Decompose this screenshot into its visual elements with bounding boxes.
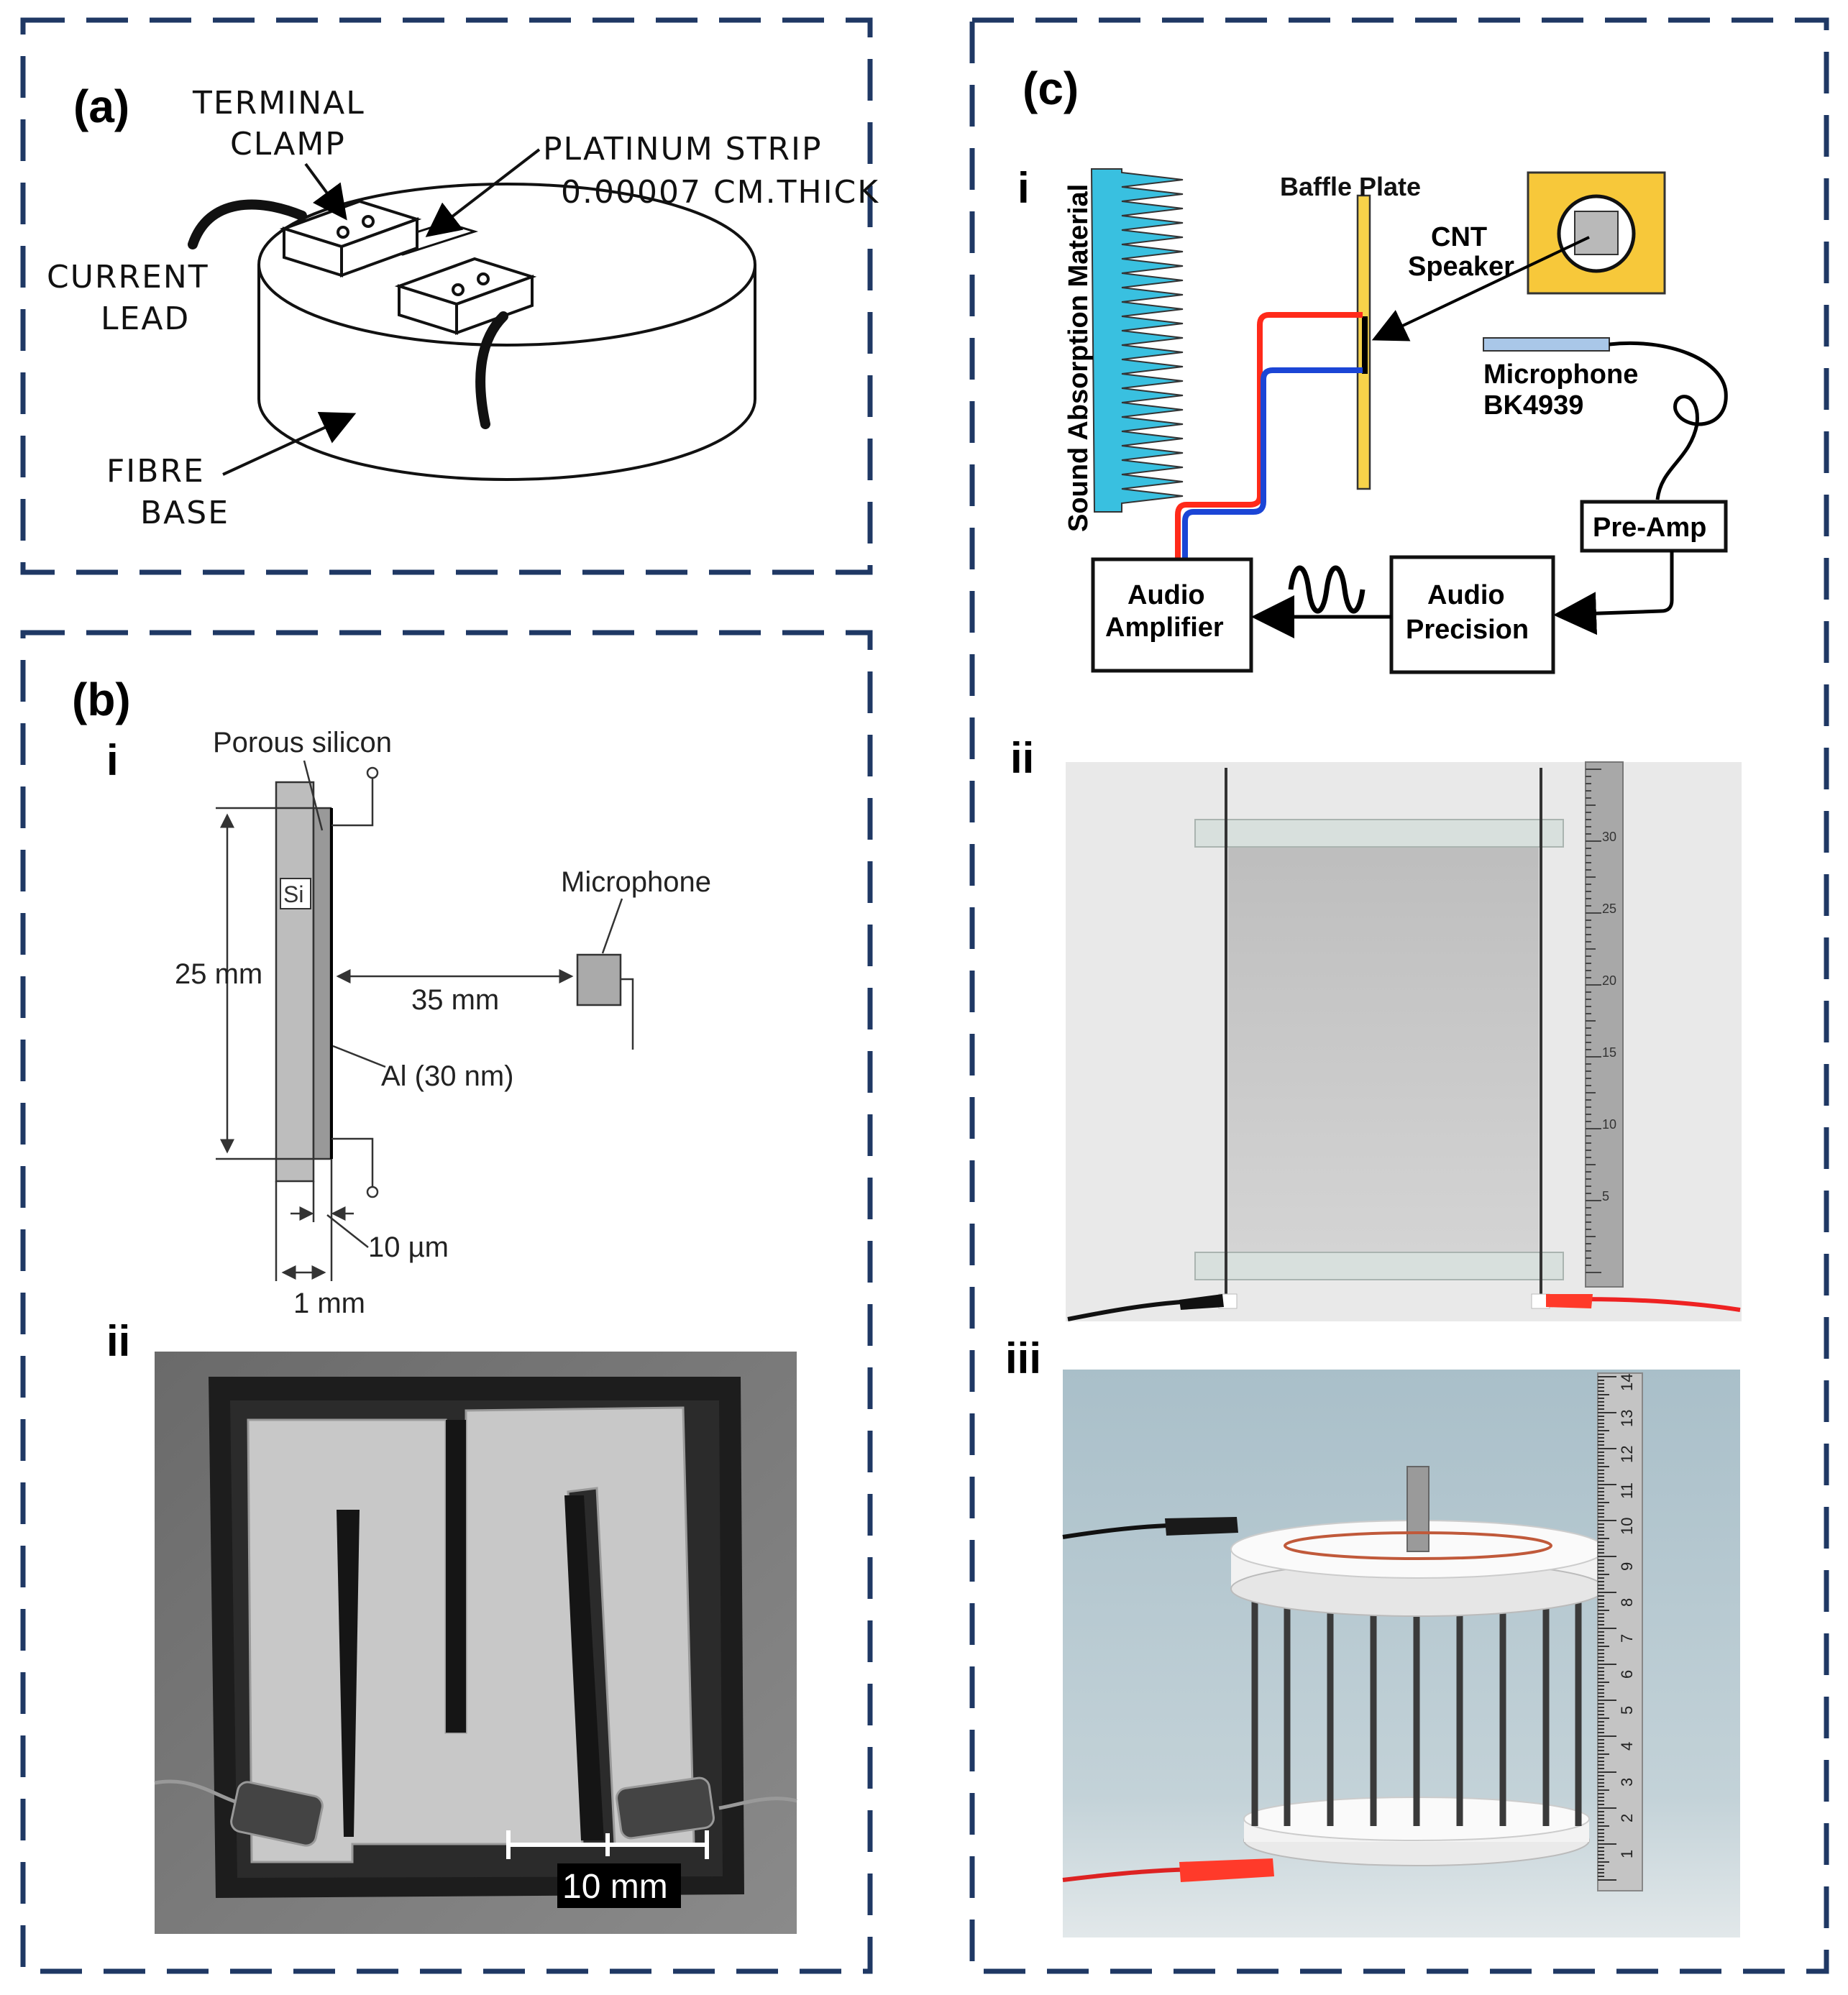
ruler-iii-number: 2	[1618, 1814, 1636, 1822]
ruler-iii-number: 1	[1618, 1850, 1636, 1858]
silicon-substrate	[275, 781, 315, 1183]
label-current-lead-2: LEAD	[101, 301, 190, 337]
ruler-iii-number: 7	[1618, 1634, 1636, 1643]
current-lead-wire	[188, 199, 307, 249]
pre-amp-box	[1580, 500, 1728, 553]
ruler-iii-number: 11	[1618, 1482, 1636, 1499]
label-fibre-base-2: BASE	[140, 495, 229, 531]
current-lead-wire-right	[475, 311, 508, 429]
label-pre-amp: Pre-Amp	[1593, 513, 1706, 543]
panel-b-label: (b)	[72, 674, 131, 725]
label-al: Al (30 nm)	[381, 1060, 514, 1092]
photo-porous-silicon-speaker: 10 mm	[154, 1352, 797, 1934]
terminal-clamp-right	[394, 257, 537, 335]
panel-c-sub-i: i	[1017, 164, 1030, 212]
label-microphone: Microphone	[561, 866, 711, 898]
label-current-lead-1: CURRENT	[47, 259, 209, 295]
electrode-bottom	[366, 1185, 379, 1198]
label-10um: 10 µm	[368, 1232, 449, 1263]
audio-precision-box	[1389, 555, 1555, 674]
label-sound-absorption: Sound Absorption Material	[1063, 184, 1094, 532]
panel-c-label: (c)	[1023, 63, 1079, 114]
panel-a: (a) TERMINAL CLAMP	[47, 81, 879, 531]
label-bk4939: BK4939	[1483, 390, 1583, 421]
microphone-bk4939	[1483, 337, 1610, 352]
scale-bar-label: 10 mm	[562, 1868, 668, 1906]
electrode-top	[366, 766, 379, 779]
panel-b-sub-i: i	[106, 736, 119, 784]
microphone-box	[576, 953, 622, 1006]
photo-cnt-film-speaker	[1066, 761, 1742, 1321]
ruler-iii-number: 6	[1618, 1670, 1636, 1679]
wire-red	[1175, 312, 1363, 559]
label-speaker: Speaker	[1408, 252, 1514, 282]
frame-c	[969, 17, 1829, 1974]
panel-c-sub-ii: ii	[1010, 734, 1034, 782]
label-cnt: CNT	[1431, 222, 1487, 252]
frame-b	[20, 630, 873, 1974]
label-audio-amplifier-2: Amplifier	[1105, 613, 1224, 643]
label-audio-amplifier-1: Audio	[1127, 580, 1205, 610]
panel-b-sub-ii: ii	[106, 1317, 130, 1365]
label-35mm: 35 mm	[411, 984, 499, 1016]
label-fibre-base-1: FIBRE	[106, 453, 205, 490]
label-terminal-clamp-2: CLAMP	[230, 126, 346, 162]
ruler-iii-number: 12	[1618, 1446, 1636, 1463]
signal-wave-icon	[1288, 565, 1366, 614]
label-audio-precision-2: Precision	[1406, 615, 1529, 645]
label-platinum-strip-2: 0.00007 CM.THICK	[561, 174, 879, 211]
label-porous-silicon: Porous silicon	[213, 727, 392, 758]
label-25mm: 25 mm	[175, 958, 262, 990]
label-microphone-c: Microphone	[1483, 359, 1638, 390]
ruler-ii-number: 25	[1602, 902, 1616, 916]
ruler-iii-number: 10	[1618, 1518, 1636, 1535]
panel-c: (c) i Sound Absorption Material Baffle P…	[1005, 63, 1742, 1937]
ruler-ii-number: 20	[1602, 973, 1616, 988]
ruler-iii-number: 13	[1618, 1410, 1636, 1427]
wire-blue	[1182, 367, 1363, 559]
panel-b: (b) i Si 25 mm Microphone 35 mm Por	[72, 674, 797, 1934]
ruler-iii-number: 3	[1618, 1778, 1636, 1787]
label-audio-precision-1: Audio	[1427, 580, 1505, 610]
panel-a-label: (a)	[73, 81, 129, 132]
ruler-ii-number: 10	[1602, 1117, 1616, 1132]
label-baffle-plate: Baffle Plate	[1280, 172, 1421, 201]
ruler-iii-number: 14	[1618, 1374, 1636, 1391]
ruler-iii-number: 4	[1618, 1742, 1636, 1751]
ruler-ii-number: 15	[1602, 1045, 1616, 1060]
photo-cnt-cylindrical-speaker	[1062, 1370, 1740, 1937]
panel-c-sub-iii: iii	[1005, 1334, 1041, 1382]
si-label: Si	[283, 881, 303, 907]
ruler-iii-number: 9	[1618, 1562, 1636, 1571]
ruler-iii-number: 8	[1618, 1598, 1636, 1607]
panel-frames	[20, 17, 1829, 1974]
ruler-iii-number: 5	[1618, 1706, 1636, 1715]
label-terminal-clamp-1: TERMINAL	[192, 85, 365, 121]
porous-silicon-layer	[312, 807, 332, 1160]
ruler-ii-number: 5	[1602, 1189, 1609, 1203]
si-label-box	[280, 878, 311, 909]
label-1mm: 1 mm	[293, 1288, 365, 1319]
ruler-ii-number: 30	[1602, 830, 1616, 844]
label-platinum-strip-1: PLATINUM STRIP	[543, 131, 823, 168]
sound-absorption-material	[1090, 168, 1184, 513]
